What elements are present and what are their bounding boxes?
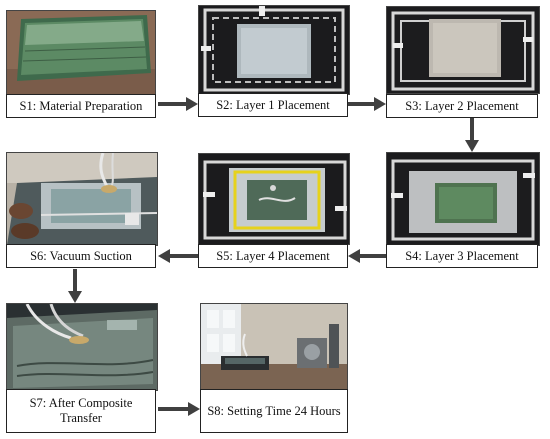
s8-label: S8: Setting Time 24 Hours — [200, 389, 348, 433]
s2-photo — [198, 5, 350, 95]
s3-label: S3: Layer 2 Placement — [386, 94, 538, 118]
s8-photo — [200, 303, 348, 391]
arrow-s5-s6 — [158, 249, 198, 263]
s7-photo — [6, 303, 158, 391]
s4-label: S4: Layer 3 Placement — [386, 244, 538, 268]
arrow-s2-s3 — [348, 97, 386, 111]
s1-photo — [6, 10, 156, 96]
s3-photo — [386, 6, 540, 94]
s5-label: S5: Layer 4 Placement — [198, 244, 348, 268]
s6-label: S6: Vacuum Suction — [6, 244, 156, 268]
s2-label: S2: Layer 1 Placement — [198, 93, 348, 117]
s5-photo — [198, 153, 350, 245]
s4-photo — [386, 152, 540, 246]
arrow-s3-s4 — [465, 118, 479, 152]
arrow-s7-s8 — [158, 402, 200, 416]
s7-label: S7: After Composite Transfer — [6, 389, 156, 433]
arrow-s1-s2 — [158, 97, 198, 111]
s1-label: S1: Material Preparation — [6, 94, 156, 118]
s6-photo — [6, 152, 158, 246]
arrow-s4-s5 — [348, 249, 386, 263]
arrow-s6-s7 — [68, 269, 82, 303]
